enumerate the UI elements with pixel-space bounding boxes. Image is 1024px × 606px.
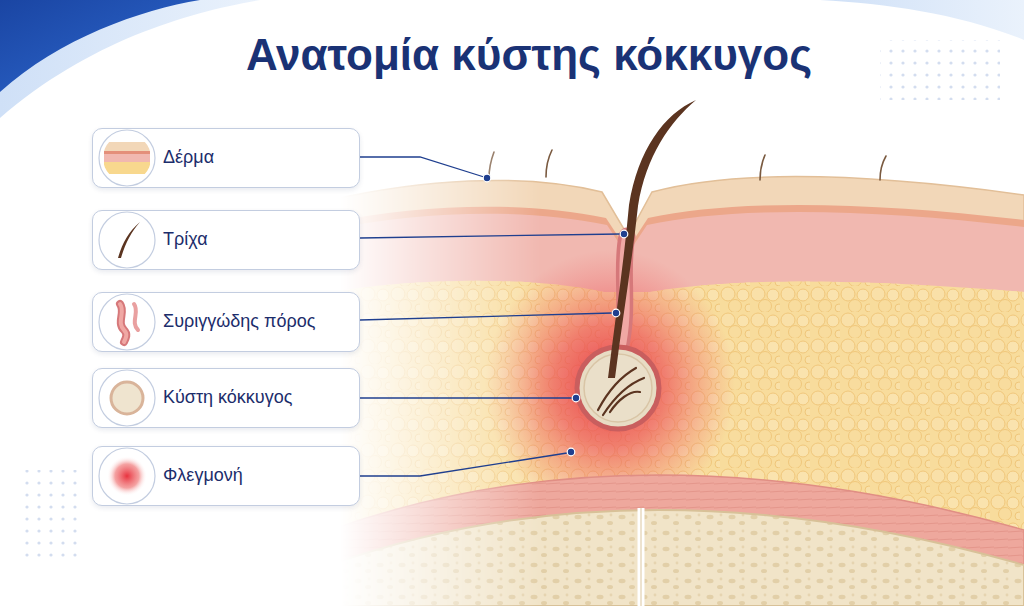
title: Ανατομία κύστης κόκκυγος [34, 30, 1024, 80]
leader-dot [620, 230, 628, 238]
leader-dot [612, 309, 620, 317]
leader-dot [483, 174, 491, 182]
leader-line [360, 234, 620, 238]
leader-dot [572, 394, 580, 402]
leader-line [360, 397, 572, 398]
label-box: Τρίχα [92, 210, 360, 270]
label-text: Κύστη κόκκυγος [163, 387, 345, 409]
label-text: Τρίχα [163, 229, 345, 251]
cyst [577, 347, 659, 429]
leader-line [360, 157, 484, 177]
dermis [330, 212, 1024, 606]
leader-line [360, 453, 567, 476]
muscle-layer [330, 475, 1024, 606]
bone-gap [638, 508, 645, 606]
label-box: Δέρμα [92, 128, 360, 188]
leader-dot [567, 448, 575, 456]
leader-line [360, 313, 612, 320]
cyst-hairs [598, 368, 644, 415]
bone-gap-line [641, 508, 642, 606]
leader-dots [483, 174, 628, 456]
hair [608, 100, 696, 378]
label-text: Φλεγμονή [163, 465, 345, 487]
surface-hairs [489, 150, 886, 180]
label-box: Φλεγμονή [92, 446, 360, 506]
skin-cross-section [330, 100, 1024, 606]
cyst-inner [584, 354, 652, 422]
label-box: Συριγγώδης πόρος [92, 292, 360, 352]
label-text: Συριγγώδης πόρος [163, 311, 345, 333]
label-text: Δέρμα [163, 147, 345, 169]
label-box: Κύστη κόκκυγος [92, 368, 360, 428]
sacrum-bone [330, 510, 1024, 606]
dermis-border [330, 205, 1024, 606]
leader-lines [360, 157, 620, 476]
epidermis [330, 177, 1024, 606]
